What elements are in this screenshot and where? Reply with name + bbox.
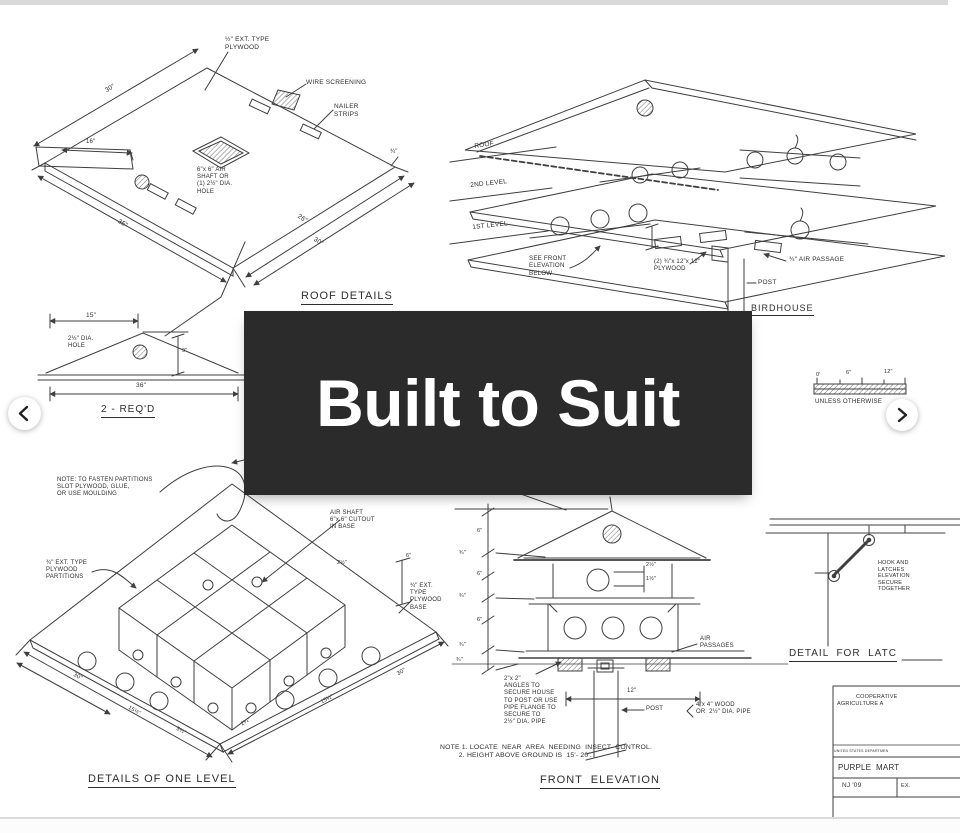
section-title-birdhouse: BIRDHOUSE bbox=[751, 303, 814, 316]
roof-plywood-label: ½" EXT. TYPE PLYWOOD bbox=[225, 36, 270, 51]
section-title-front-elevation: FRONT ELEVATION bbox=[540, 774, 660, 790]
titleblock-agriculture-label: AGRICULTURE A bbox=[837, 701, 884, 707]
dim-label: 26" bbox=[296, 213, 309, 225]
roof-air-shaft-label: 6"x 6" AIR SHAFT OR (1) 2½" DIA. HOLE bbox=[197, 167, 233, 195]
exploded-2nd-level-label: 2ND LEVEL bbox=[470, 178, 508, 189]
carousel-next-button[interactable] bbox=[886, 399, 918, 431]
scale-tick-label: 0' bbox=[816, 372, 821, 378]
dim-label: 2½" bbox=[337, 560, 348, 566]
top-divider bbox=[0, 0, 948, 5]
exploded-roof-label: ROOF bbox=[474, 140, 495, 150]
scale-tick-label: 6" bbox=[846, 370, 852, 376]
dim-label: 15" bbox=[86, 312, 97, 319]
bottom-margin bbox=[0, 819, 960, 833]
dim-label: ¾" bbox=[459, 593, 466, 599]
carousel-prev-button[interactable] bbox=[8, 397, 41, 430]
dim-label: 6" bbox=[477, 528, 483, 534]
dim-label: 2½" bbox=[646, 562, 657, 568]
roof-nailer-strips-label: NAILER STRIPS bbox=[334, 103, 359, 118]
titleblock-ex-label: EX. bbox=[901, 783, 911, 789]
dim-label: 30" bbox=[104, 82, 117, 95]
dim-label: ¾" bbox=[459, 550, 466, 556]
dim-label: 30" bbox=[312, 236, 325, 248]
onelevel-airshaft-label: AIR SHAFT 6"x 6" CUTOUT IN BASE bbox=[330, 510, 375, 531]
dim-label: 30" bbox=[72, 672, 84, 682]
titleblock-coop-label: COOPERATIVE bbox=[856, 694, 898, 700]
onelevel-base-label: ¾" EXT. TYPE PLYWOOD BASE bbox=[410, 583, 442, 611]
dim-label: 12" bbox=[627, 688, 637, 694]
fe-post-label: POST bbox=[646, 706, 664, 712]
bottom-divider bbox=[0, 817, 960, 819]
scale-note-label: UNLESS OTHERWISE bbox=[815, 398, 883, 405]
titleblock-id-label: NJ '09 bbox=[842, 782, 862, 789]
dim-label: ¾" bbox=[390, 149, 398, 155]
fe-angles-note-label: 2"x 2" ANGLES TO SECURE HOUSE TO POST OR… bbox=[504, 676, 558, 726]
titleblock-title-label: PURPLE MART bbox=[838, 763, 900, 772]
dim-label: 15½" bbox=[127, 705, 142, 717]
exploded-air-passage-label: ¾" AIR PASSAGE bbox=[789, 256, 845, 263]
fe-air-passages-label: AIR PASSAGES bbox=[700, 636, 734, 650]
roof-wire-screening-label: WIRE SCREENING bbox=[306, 79, 367, 86]
section-title-roof-details: ROOF DETAILS bbox=[301, 290, 393, 306]
dim-label: 6" bbox=[477, 571, 483, 577]
dim-label: 36" bbox=[136, 382, 147, 389]
fe-note-label: NOTE 1. LOCATE NEAR AREA NEEDING INSECT … bbox=[440, 744, 653, 760]
exploded-post-label: POST bbox=[758, 279, 777, 286]
titleblock-usda-label: UNITED STATES DEPARTMEN bbox=[834, 749, 889, 753]
chevron-right-icon bbox=[897, 407, 908, 423]
dim-label: 2¼" bbox=[240, 717, 252, 728]
dim-label: 30" bbox=[396, 667, 408, 678]
latch-note-label: HOOK AND LATCHES ELEVATION SECURE TOGETH… bbox=[878, 560, 911, 593]
onelevel-partitions-label: ¾" EXT. TYPE PLYWOOD PARTITIONS bbox=[46, 560, 88, 581]
overlay-banner-text: Built to Suit bbox=[316, 366, 680, 440]
dim-label: 15½" bbox=[320, 693, 335, 706]
exploded-see-front-label: SEE FRONT ELEVATION BELOW bbox=[529, 255, 567, 277]
exploded-plywood-label: (2) ¾"x 12"x 12" PLYWOOD bbox=[654, 259, 701, 273]
dim-label: 5¼" bbox=[175, 726, 187, 737]
chevron-left-icon bbox=[18, 405, 29, 422]
scale-tick-label: 12" bbox=[884, 369, 893, 375]
dim-label: ¾" bbox=[456, 657, 463, 663]
section-title-latch: DETAIL FOR LATC bbox=[789, 648, 897, 662]
dim-label: 35" bbox=[116, 218, 129, 230]
dim-label: 1½" bbox=[646, 576, 657, 582]
onelevel-note-label: NOTE: TO FASTEN PARTITIONS SLOT PLYWOOD,… bbox=[57, 477, 153, 498]
dim-label: 6" bbox=[477, 617, 483, 623]
exploded-1st-level-label: 1ST LEVEL bbox=[472, 220, 509, 231]
fe-post-spec-label: 4"x 4" WOOD OR 2½" DIA. PIPE bbox=[696, 702, 751, 716]
overlay-banner: Built to Suit bbox=[244, 311, 752, 495]
gable-hole-label: 2½" DIA. HOLE bbox=[68, 336, 94, 350]
dim-label: 6" bbox=[406, 553, 412, 559]
dim-label: 16" bbox=[86, 139, 96, 145]
dim-label: ¾" bbox=[459, 642, 466, 648]
section-title-one-level: DETAILS OF ONE LEVEL bbox=[88, 773, 236, 789]
section-title-2-reqd: 2 - REQ'D bbox=[101, 404, 156, 418]
dim-label: 9" bbox=[182, 348, 188, 354]
